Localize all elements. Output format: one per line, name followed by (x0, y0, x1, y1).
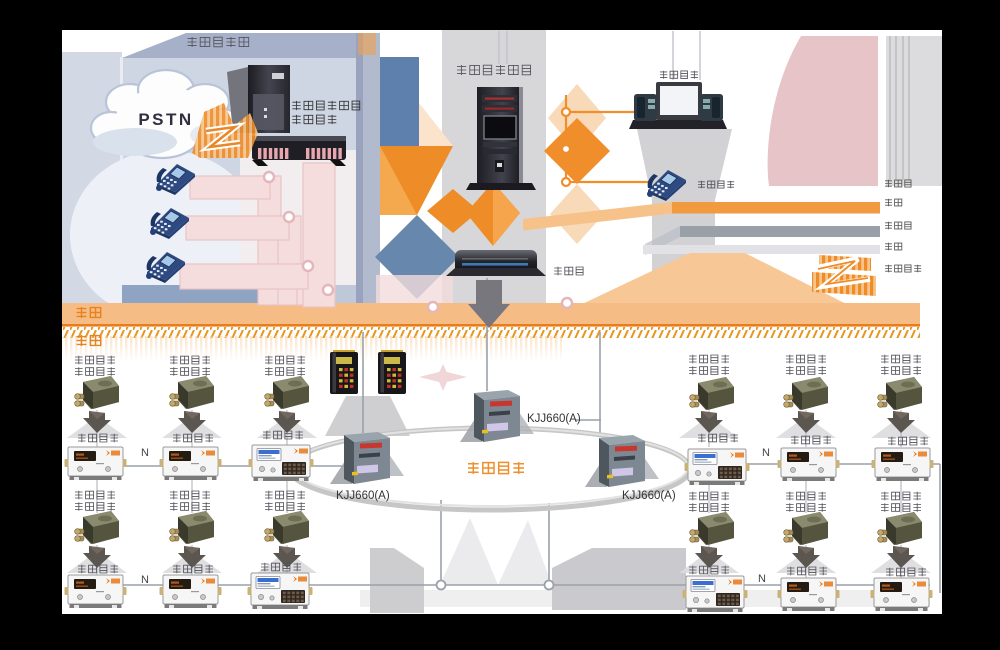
svg-text:N: N (762, 447, 770, 459)
svg-text:N: N (141, 447, 149, 459)
svg-text:N: N (141, 574, 149, 586)
svg-text:PSTN: PSTN (138, 110, 193, 129)
svg-text:N: N (758, 573, 766, 585)
svg-text:KJJ660(A): KJJ660(A) (622, 490, 676, 502)
svg-text:KJJ660(A): KJJ660(A) (527, 413, 581, 425)
svg-text:KJJ660(A): KJJ660(A) (336, 490, 390, 502)
